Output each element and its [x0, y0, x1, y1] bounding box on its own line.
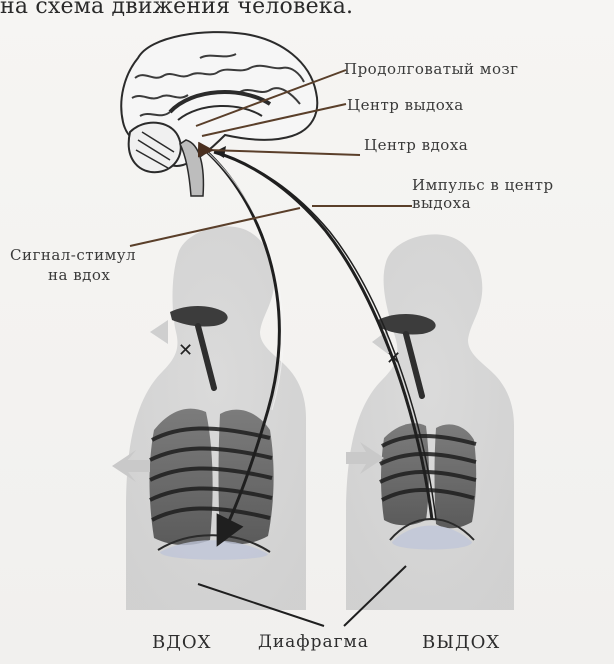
label-diaphragm: Диафрагма — [258, 632, 369, 652]
brain-illustration — [121, 32, 317, 196]
label-inhale-center: Центр вдоха — [364, 136, 468, 154]
label-exhale-bottom: ВЫДОХ — [422, 632, 500, 653]
svg-text:✕: ✕ — [178, 340, 193, 361]
label-impulse-line1: Импульс в центр — [412, 176, 554, 194]
inhale-center-leader — [208, 150, 360, 155]
label-medulla: Продолговатый мозг — [344, 60, 519, 78]
right-body: ✕ — [346, 234, 514, 610]
label-signal-line1: Сигнал-стимул — [10, 246, 136, 264]
label-exhale-center: Центр выдоха — [347, 96, 464, 114]
left-body: ✕ — [112, 226, 306, 610]
label-inhale-bottom: ВДОХ — [152, 632, 211, 653]
label-signal-line2: на вдох — [48, 266, 110, 284]
label-impulse-line2: выдоха — [412, 194, 471, 212]
